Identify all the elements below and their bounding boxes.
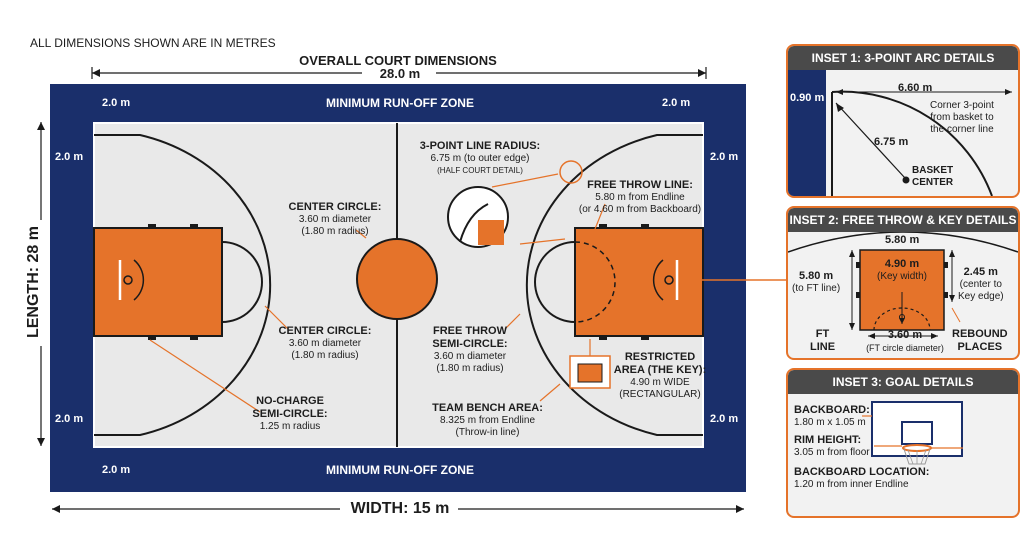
three-point-annotation: 3-POINT LINE RADIUS: 6.75 m (to outer ed… bbox=[419, 140, 541, 175]
ft-semicircle-right bbox=[534, 241, 576, 323]
inset1-diagram bbox=[788, 70, 1012, 196]
inset2-rebound-places: REBOUND PLACES bbox=[952, 328, 1008, 353]
inset1-title: INSET 1: 3-POINT ARC DETAILS bbox=[788, 46, 1018, 70]
length-label: LENGTH: 28 m bbox=[25, 226, 42, 339]
inset2-panel: INSET 2: FREE THROW & KEY DETAILS 5.80 m… bbox=[786, 206, 1020, 360]
center-circle-annotation-bottom: CENTER CIRCLE: 3.60 m diameter (1.80 m r… bbox=[278, 325, 372, 361]
width-label: WIDTH: 15 m bbox=[350, 500, 450, 517]
no-charge-arc-right bbox=[652, 259, 664, 301]
ft-semicircle-left bbox=[221, 241, 263, 323]
inset1-corner: 0.90 m bbox=[790, 92, 825, 104]
runoff-left-bottom: 2.0 m bbox=[55, 413, 84, 425]
inset2-top-width: 5.80 m bbox=[885, 234, 920, 246]
inset2-connector bbox=[700, 279, 788, 281]
overall-length: 28.0 m bbox=[379, 66, 421, 81]
free-throw-semicircle-annotation: FREE THROW SEMI-CIRCLE: 3.60 m diameter … bbox=[432, 325, 508, 374]
restricted-area-annotation: RESTRICTED AREA (THE KEY): 4.90 m WIDE (… bbox=[613, 351, 707, 400]
center-circle-annotation-top: CENTER CIRCLE: 3.60 m diameter (1.80 m r… bbox=[288, 201, 382, 237]
court-diagram bbox=[50, 84, 746, 492]
three-point-line-right bbox=[525, 134, 703, 436]
runoff-bottom-left: 2.0 m bbox=[102, 464, 131, 476]
inset3-backboard: BACKBOARD: 1.80 m x 1.05 m bbox=[794, 404, 870, 428]
inset2-right-dim: 2.45 m (center to Key edge) bbox=[958, 266, 1004, 302]
three-point-line-left bbox=[94, 134, 272, 436]
runoff-top-left: 2.0 m bbox=[102, 97, 131, 109]
inset2-ft-line: FT LINE bbox=[810, 328, 836, 353]
key-right bbox=[574, 227, 704, 337]
rim-left bbox=[123, 275, 133, 285]
inset2-diagram bbox=[788, 232, 1018, 339]
length-dimension-arrow bbox=[37, 122, 45, 446]
runoff-right-top: 2.0 m bbox=[710, 151, 739, 163]
inset2-title: INSET 2: FREE THROW & KEY DETAILS bbox=[788, 208, 1018, 232]
inset2-key-width: 4.90 m (Key width) bbox=[876, 258, 927, 282]
runoff-top-right: 2.0 m bbox=[662, 97, 691, 109]
inset3-diagram bbox=[862, 401, 963, 465]
center-circle bbox=[356, 238, 438, 320]
inset3-panel: INSET 3: GOAL DETAILS BACKBOARD: 1.80 m … bbox=[786, 368, 1020, 518]
inset2-bottom-dim: 3.60 m (FT circle diameter) bbox=[866, 329, 944, 353]
runoff-bottom-label: MINIMUM RUN-OFF ZONE bbox=[326, 463, 474, 477]
inset3-title: INSET 3: GOAL DETAILS bbox=[788, 370, 1018, 394]
no-charge-arc-left bbox=[133, 259, 145, 301]
units-note: ALL DIMENSIONS SHOWN ARE IN METRES bbox=[30, 36, 276, 50]
inset1-panel: INSET 1: 3-POINT ARC DETAILS 0.90 m 6.60… bbox=[786, 44, 1020, 198]
inset1-basket-center: BASKET CENTER bbox=[912, 165, 954, 188]
rim-right bbox=[664, 275, 674, 285]
no-charge-annotation: NO-CHARGE SEMI-CIRCLE: 1.25 m radius bbox=[252, 395, 328, 432]
inset1-radius: 6.75 m bbox=[874, 136, 909, 148]
team-bench-annotation: TEAM BENCH AREA: 8.325 m from Endline (T… bbox=[432, 402, 543, 438]
overall-title: OVERALL COURT DIMENSIONS bbox=[299, 53, 497, 68]
key-left bbox=[93, 227, 223, 337]
overall-dimension-arrow bbox=[91, 67, 707, 79]
inset2-left-dim: 5.80 m (to FT line) bbox=[792, 270, 841, 294]
inset3-rim-height: RIM HEIGHT: 3.05 m from floor bbox=[794, 434, 870, 458]
inset1-note: Corner 3-point from basket to the corner… bbox=[930, 100, 994, 135]
inset3-backboard-location: BACKBOARD LOCATION: 1.20 m from inner En… bbox=[794, 466, 930, 490]
runoff-top-label: MINIMUM RUN-OFF ZONE bbox=[326, 96, 474, 110]
inset1-width: 6.60 m bbox=[898, 82, 933, 94]
runoff-left-top: 2.0 m bbox=[55, 151, 84, 163]
width-dimension-arrow bbox=[52, 505, 744, 513]
runoff-right-bottom: 2.0 m bbox=[710, 413, 739, 425]
free-throw-line-annotation: FREE THROW LINE: 5.80 m from Endline (or… bbox=[578, 179, 702, 215]
